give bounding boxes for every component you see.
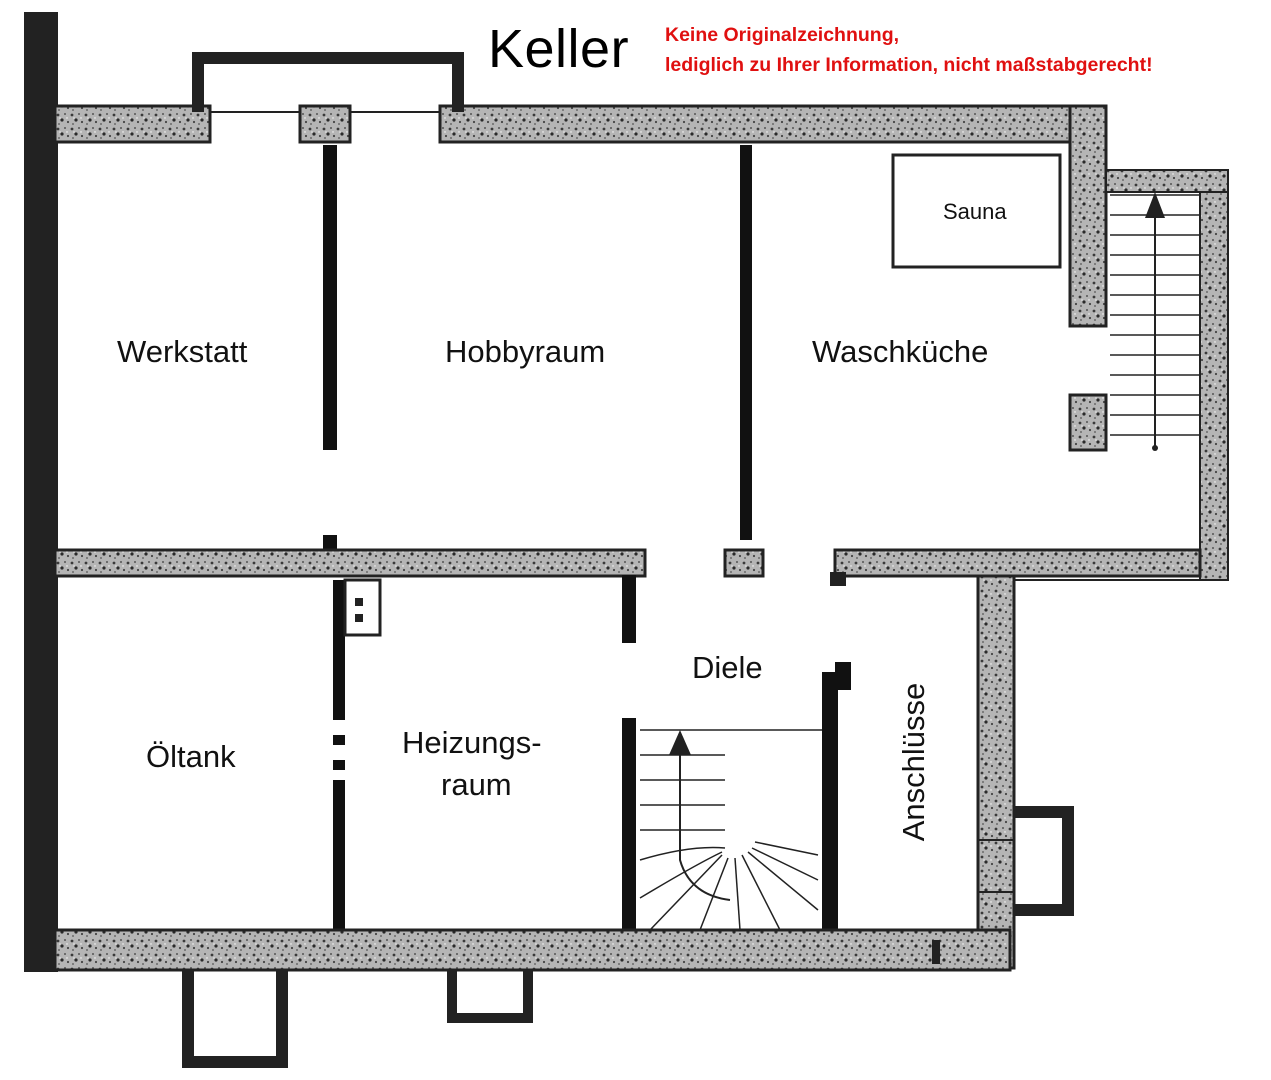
wall-hobby-wasch [740,145,752,540]
bay-bottom-left [182,970,288,1068]
wall-stub-2 [830,572,846,586]
bay-right [1014,806,1074,916]
room-label-diele: Diele [692,650,763,685]
room-label-waschkueche: Waschküche [812,334,989,369]
sauna-box [891,153,1062,269]
wall-right-upper [1068,104,1108,328]
wall-diele-anschl [822,672,838,934]
room-label-werkstatt: Werkstatt [117,334,248,369]
room-label-sauna: Sauna [943,199,1007,224]
interior-stair [639,729,822,931]
wall-heiz-diele-lower [622,718,636,936]
wall-pillar [723,548,765,578]
room-label-heizungsraum-1: Heizungs- [402,725,542,760]
wall-middle-right [833,548,1202,578]
wall-top [53,52,1107,144]
wall-bottom [53,928,1012,972]
disclaimer-line-2: lediglich zu Ihrer Information, nicht ma… [665,54,1153,76]
wall-heiz-diele-upper [622,575,636,643]
exterior-stair [1015,169,1229,581]
wall-right-lower [976,574,1016,970]
chimney [343,578,382,637]
room-label-hobbyraum: Hobbyraum [445,334,606,369]
wall-right-mid [1068,393,1108,452]
plan-title: Keller [488,19,630,79]
room-label-oeltank: Öltank [146,739,236,774]
wall-left [24,12,58,972]
room-label-heizungsraum-2: raum [441,767,512,802]
wall-middle-left [53,548,647,578]
disclaimer-line-1: Keine Originalzeichnung, [665,24,900,46]
wall-werkstatt-hobby [323,145,337,450]
bay-bottom-mid [447,970,533,1023]
room-label-anschluesse: Anschlüsse [896,682,931,842]
wall-stub-1 [323,535,337,550]
wall-oel-heiz [333,580,345,720]
